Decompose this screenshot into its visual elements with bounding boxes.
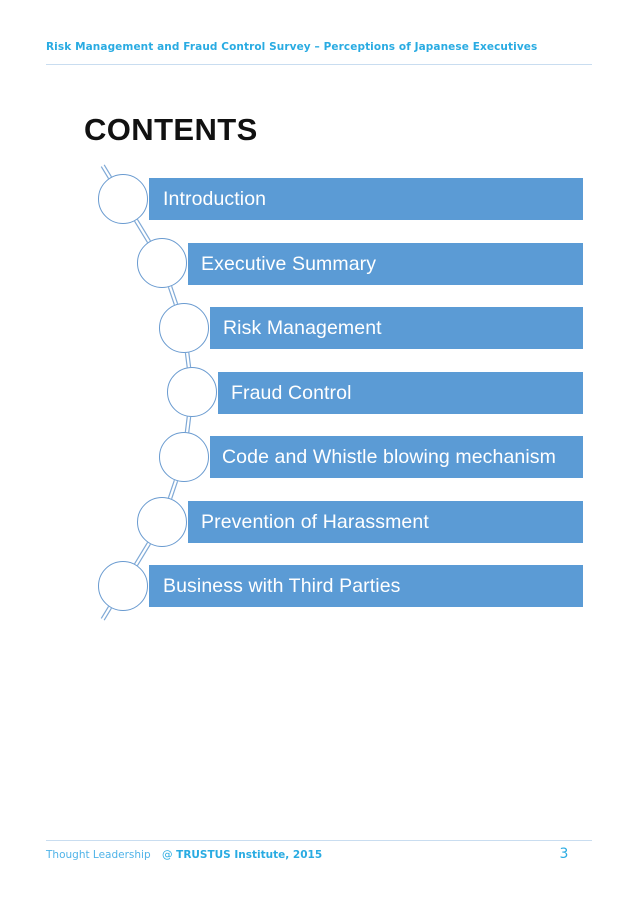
contents-item-label: Prevention of Harassment (201, 510, 429, 533)
document-header: Risk Management and Fraud Control Survey… (46, 40, 592, 70)
footer-left-text: Thought Leadership (46, 849, 151, 861)
contents-item-bar[interactable]: Prevention of Harassment (188, 501, 583, 543)
contents-item-marker[interactable] (137, 497, 187, 547)
contents-item-label: Risk Management (223, 316, 382, 339)
contents-item-bar[interactable]: Risk Management (210, 307, 583, 349)
contents-item-marker[interactable] (137, 238, 187, 288)
contents-item-label: Executive Summary (201, 252, 377, 275)
page-title: CONTENTS (84, 112, 258, 147)
header-title: Risk Management and Fraud Control Survey… (46, 41, 538, 53)
contents-item-bar[interactable]: Code and Whistle blowing mechanism (210, 436, 583, 478)
contents-item-label: Code and Whistle blowing mechanism (222, 445, 556, 468)
footer-divider (46, 840, 592, 841)
contents-item-marker[interactable] (167, 367, 217, 417)
at-symbol: @ (162, 849, 173, 861)
contents-item-bar[interactable]: Introduction (149, 178, 583, 220)
contents-item-bar[interactable]: Business with Third Parties (149, 565, 583, 607)
contents-item-bar[interactable]: Fraud Control (218, 372, 583, 414)
contents-item-marker[interactable] (159, 432, 209, 482)
contents-item-label: Introduction (163, 187, 267, 210)
document-footer: Thought Leadership @ TRUSTUS Institute, … (46, 840, 592, 874)
contents-item-label: Fraud Control (231, 381, 352, 404)
footer-copyright: @ TRUSTUS Institute, 2015 (162, 849, 322, 861)
footer-org: TRUSTUS Institute, 2015 (176, 849, 323, 861)
contents-item-label: Business with Third Parties (163, 574, 401, 597)
page-number: 3 (559, 846, 569, 862)
header-divider (46, 64, 592, 65)
contents-item-marker[interactable] (98, 174, 148, 224)
contents-item-bar[interactable]: Executive Summary (188, 243, 583, 285)
contents-item-marker[interactable] (159, 303, 209, 353)
contents-item-marker[interactable] (98, 561, 148, 611)
